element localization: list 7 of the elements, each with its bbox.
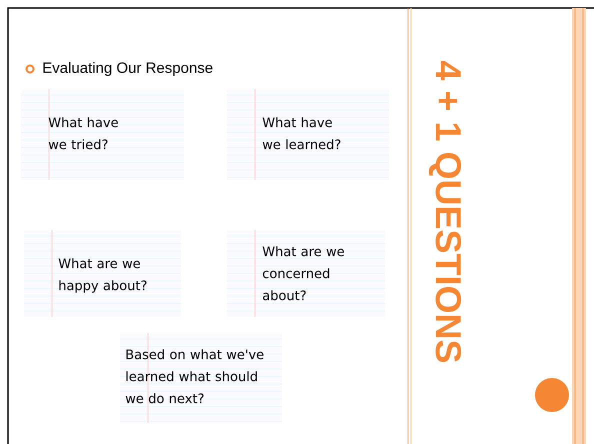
title: 4 + 1 QUESTIONS <box>428 61 462 362</box>
note-card: What have we learned? <box>226 88 390 180</box>
note-card: What are we happy about? <box>24 230 182 318</box>
note-card: What are we concerned about? <box>226 230 386 318</box>
section-heading: Evaluating Our Response <box>43 62 212 76</box>
note-card: What have we tried? <box>20 88 184 180</box>
note-card: Based on what we've learned what should we do next? <box>120 332 282 424</box>
